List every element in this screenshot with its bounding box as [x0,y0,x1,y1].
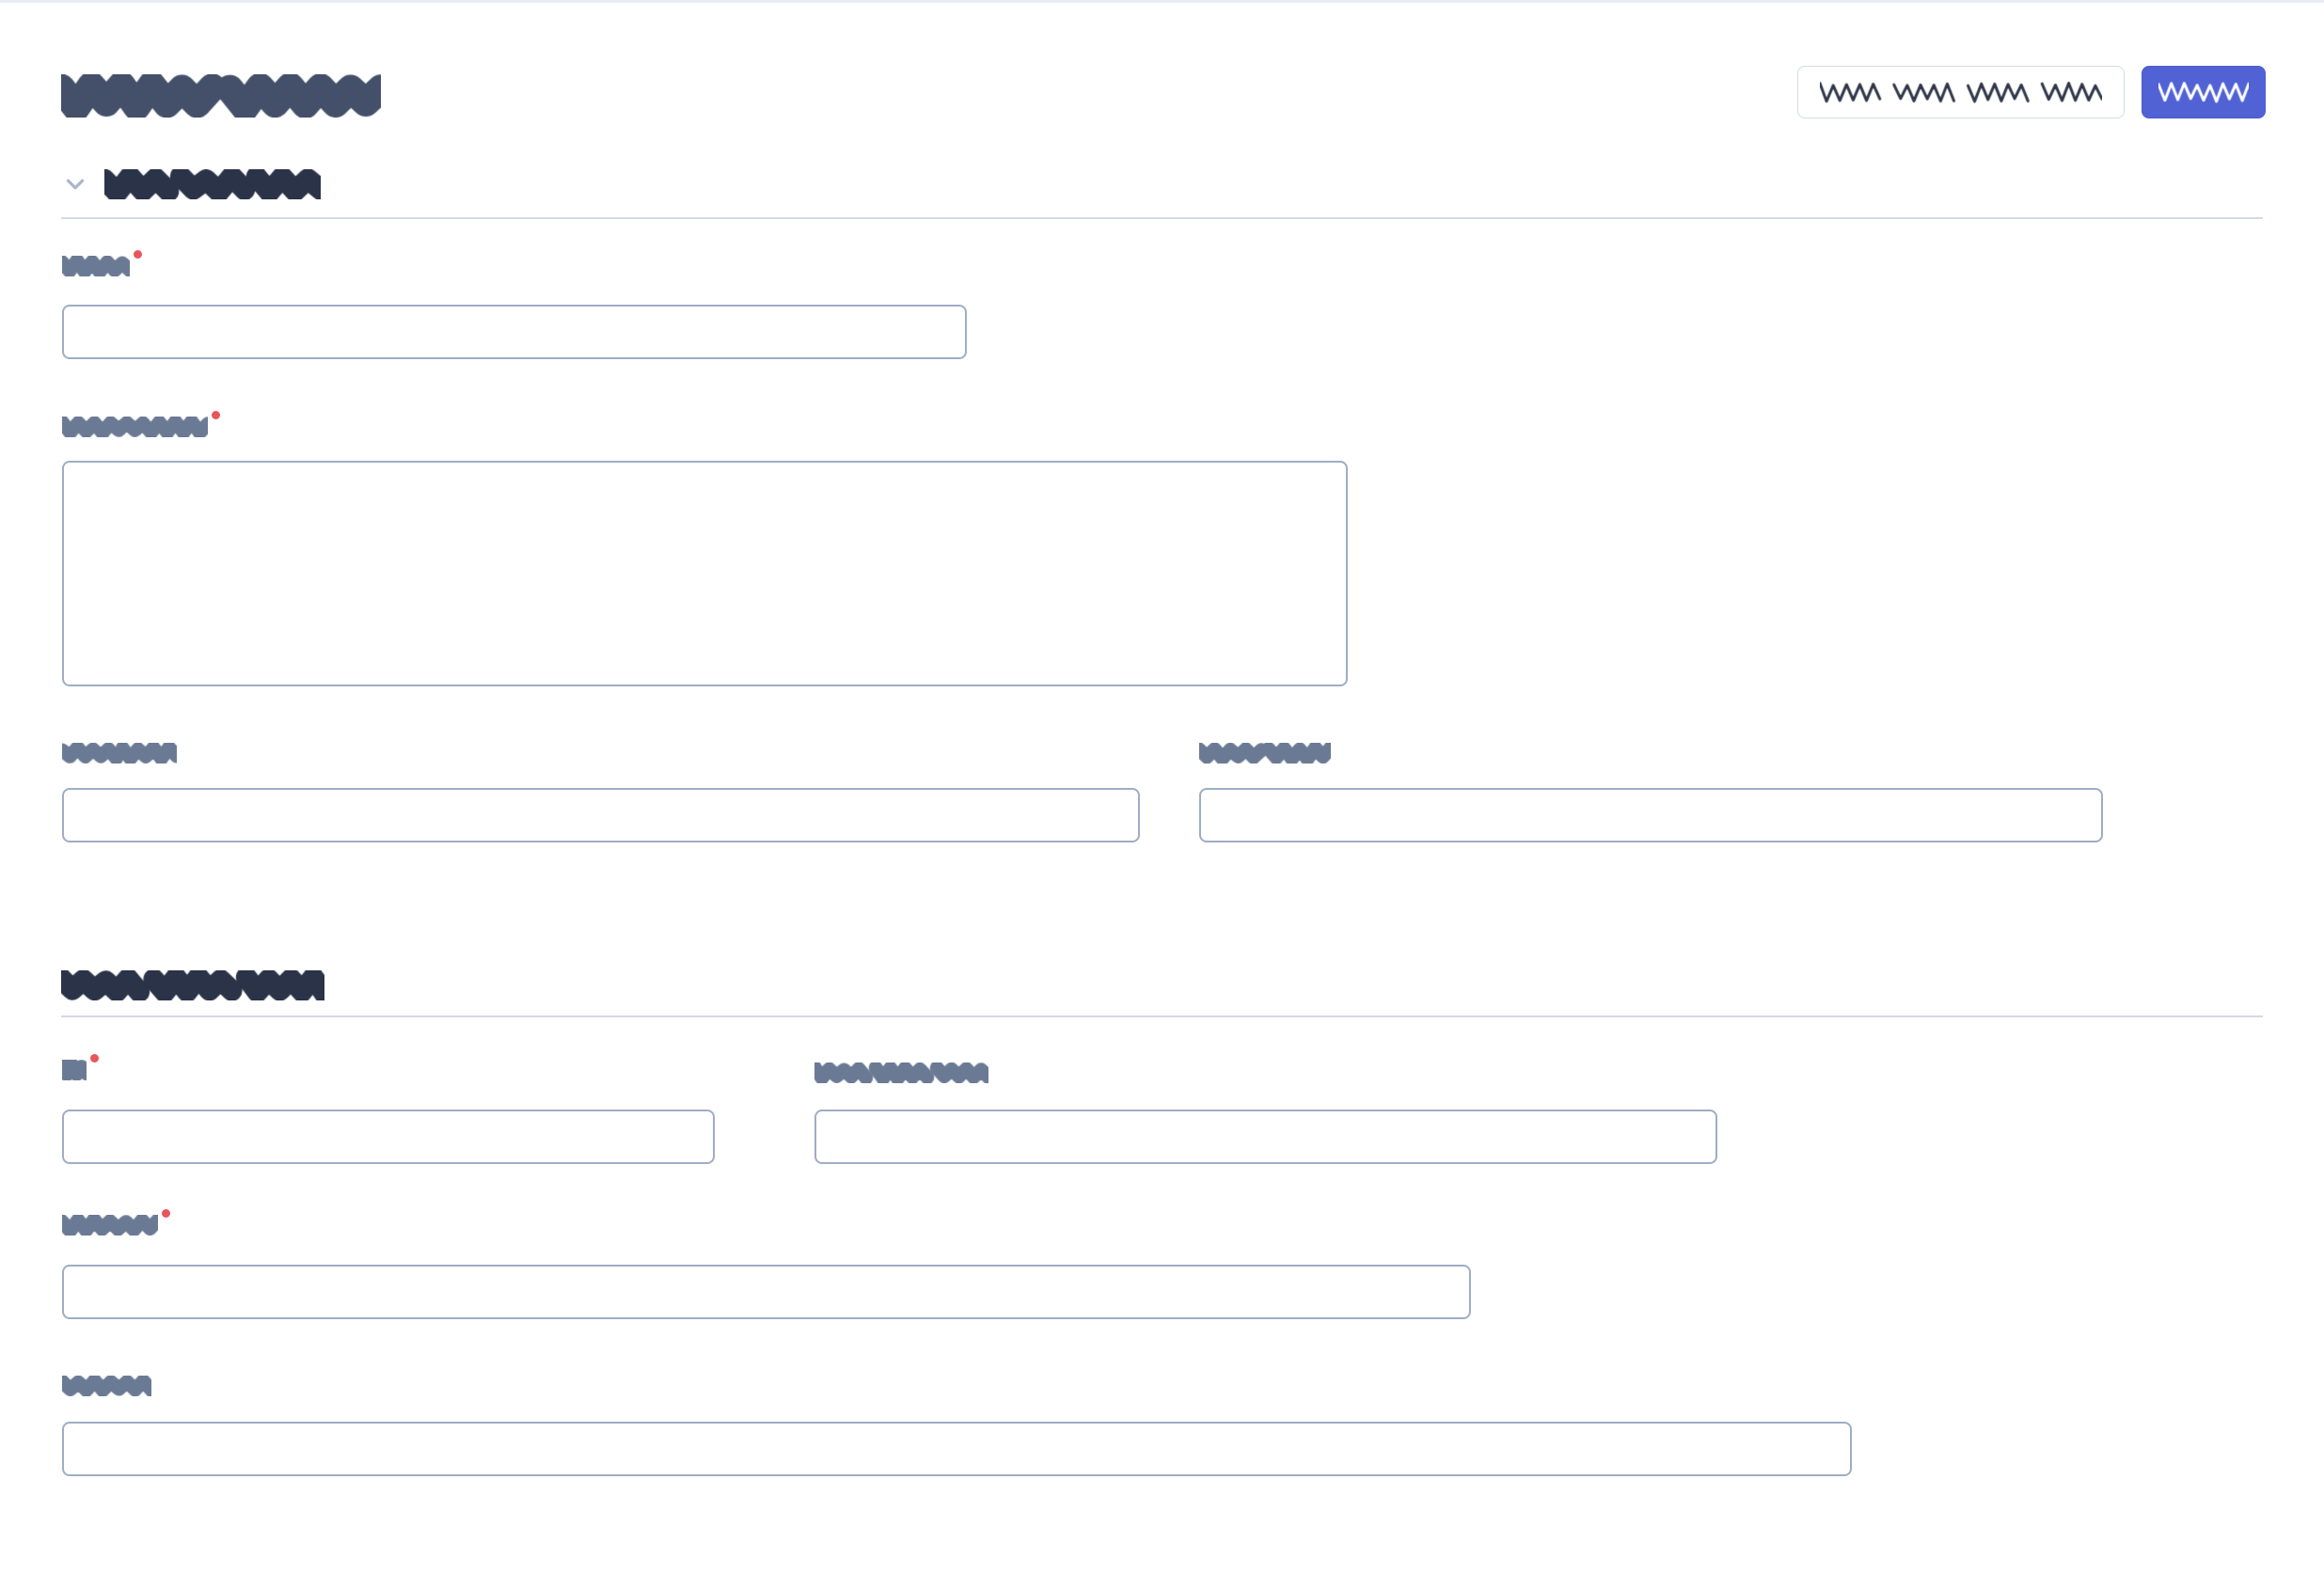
field-2-textarea[interactable] [62,461,1348,686]
required-marker [162,1209,170,1218]
field-6-label [814,1062,988,1087]
secondary-action-button[interactable] [1797,66,2125,118]
field-5-label [62,1054,99,1084]
section-two-divider [61,1015,2263,1017]
field-8-input[interactable] [62,1422,1852,1476]
required-marker [212,411,220,419]
field-3-label [62,743,177,767]
field-1-label [62,250,142,280]
field-6-input[interactable] [814,1110,1717,1164]
field-7-label [62,1209,170,1239]
field-7-input[interactable] [62,1265,1471,1319]
required-marker [90,1054,99,1062]
section-header-one[interactable] [61,169,321,199]
field-1-input[interactable] [62,305,967,359]
field-5-input[interactable] [62,1110,715,1164]
primary-action-button[interactable] [2142,66,2266,118]
field-8-label [62,1376,151,1400]
section-header-two [61,970,324,1000]
field-4-label [1199,743,1331,767]
header-actions [1797,66,2266,118]
field-4-input[interactable] [1199,788,2103,842]
section-one-divider [61,217,2263,219]
page-title [61,74,381,121]
required-marker [134,250,142,259]
field-3-input[interactable] [62,788,1140,842]
top-edge-divider [0,0,2324,3]
chevron-down-icon[interactable] [61,170,89,198]
field-2-label [62,411,220,441]
